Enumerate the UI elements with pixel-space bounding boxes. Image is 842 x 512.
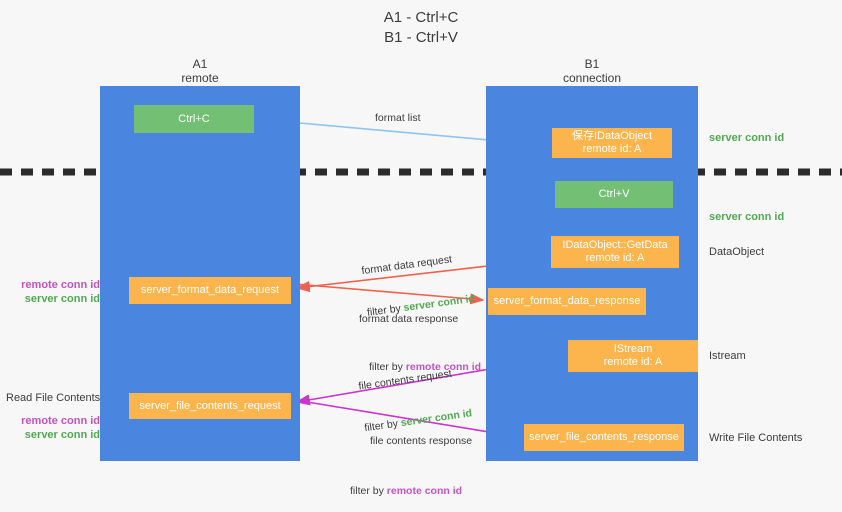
annotation-server-conn-id-top: server conn id: [709, 132, 785, 144]
edge-label-format-data-response-title: format data response: [359, 313, 459, 325]
edge-label-file-contents-response-title: file contents response: [370, 435, 473, 447]
column-b1-role: connection: [562, 71, 622, 85]
annotation-dataobject: DataObject: [709, 246, 765, 258]
node-server-format-data-response[interactable]: server_format_data_response: [488, 288, 646, 315]
node-ctrl-v[interactable]: Ctrl+V: [555, 181, 673, 208]
filter-value-remote-conn-id: remote conn id: [405, 361, 482, 373]
column-a1-name: A1: [192, 57, 208, 71]
filter-prefix: filter by: [350, 485, 387, 497]
edge-label-file-contents-response: file contents response filter by remote …: [350, 406, 473, 512]
node-server-file-contents-response[interactable]: server_file_contents_response: [524, 424, 684, 451]
edge-label-file-contents-request-title: file contents request: [357, 367, 453, 393]
node-ctrl-c[interactable]: Ctrl+C: [134, 105, 254, 133]
column-b1-name: B1: [584, 57, 600, 71]
arrow-file-contents-response: [294, 399, 521, 441]
page-title: A1 - Ctrl+C B1 - Ctrl+V: [0, 8, 842, 48]
filter-prefix: filter by: [369, 361, 406, 373]
edge-label-format-data-response: format data response filter by remote co…: [359, 284, 481, 388]
annotation-remote-conn-id-bottom: remote conn id: [21, 415, 100, 427]
page-title-line1: A1 - Ctrl+C: [383, 9, 459, 26]
annotation-conn-id-group-top: remote conn id server conn id: [8, 278, 100, 306]
annotation-server-conn-id-left-top: server conn id: [24, 293, 100, 305]
node-idataobject-getdata[interactable]: IDataObject::GetData remote id: A: [551, 236, 679, 268]
annotation-conn-id-group-bottom: remote conn id server conn id: [8, 414, 100, 442]
annotation-server-conn-id-left-bottom: server conn id: [24, 429, 100, 441]
arrow-format-data-response: [294, 283, 485, 305]
edge-label-format-data-request-title: format data request: [360, 253, 453, 278]
annotation-istream: Istream: [709, 350, 746, 362]
edge-label-file-contents-response-filter: filter by remote conn id: [350, 484, 472, 498]
annotation-remote-conn-id-top: remote conn id: [21, 279, 100, 291]
edge-label-format-data-response-filter: filter by remote conn id: [369, 360, 481, 374]
node-save-idataobject[interactable]: 保存IDataObject remote id: A: [552, 128, 672, 158]
annotation-read-file-contents: Read File Contents: [6, 392, 101, 404]
column-a1-role: remote: [181, 71, 219, 85]
node-istream[interactable]: IStream remote id: A: [568, 340, 698, 372]
annotation-server-conn-id-mid: server conn id: [709, 211, 785, 223]
node-server-file-contents-request[interactable]: server_file_contents_request: [129, 393, 291, 419]
edge-label-format-list: format list: [375, 112, 421, 124]
annotation-write-file-contents: Write File Contents: [709, 432, 803, 444]
filter-value-remote-conn-id: remote conn id: [386, 485, 463, 497]
node-server-format-data-request[interactable]: server_format_data_request: [129, 277, 291, 304]
page-title-line2: B1 - Ctrl+V: [384, 29, 458, 46]
